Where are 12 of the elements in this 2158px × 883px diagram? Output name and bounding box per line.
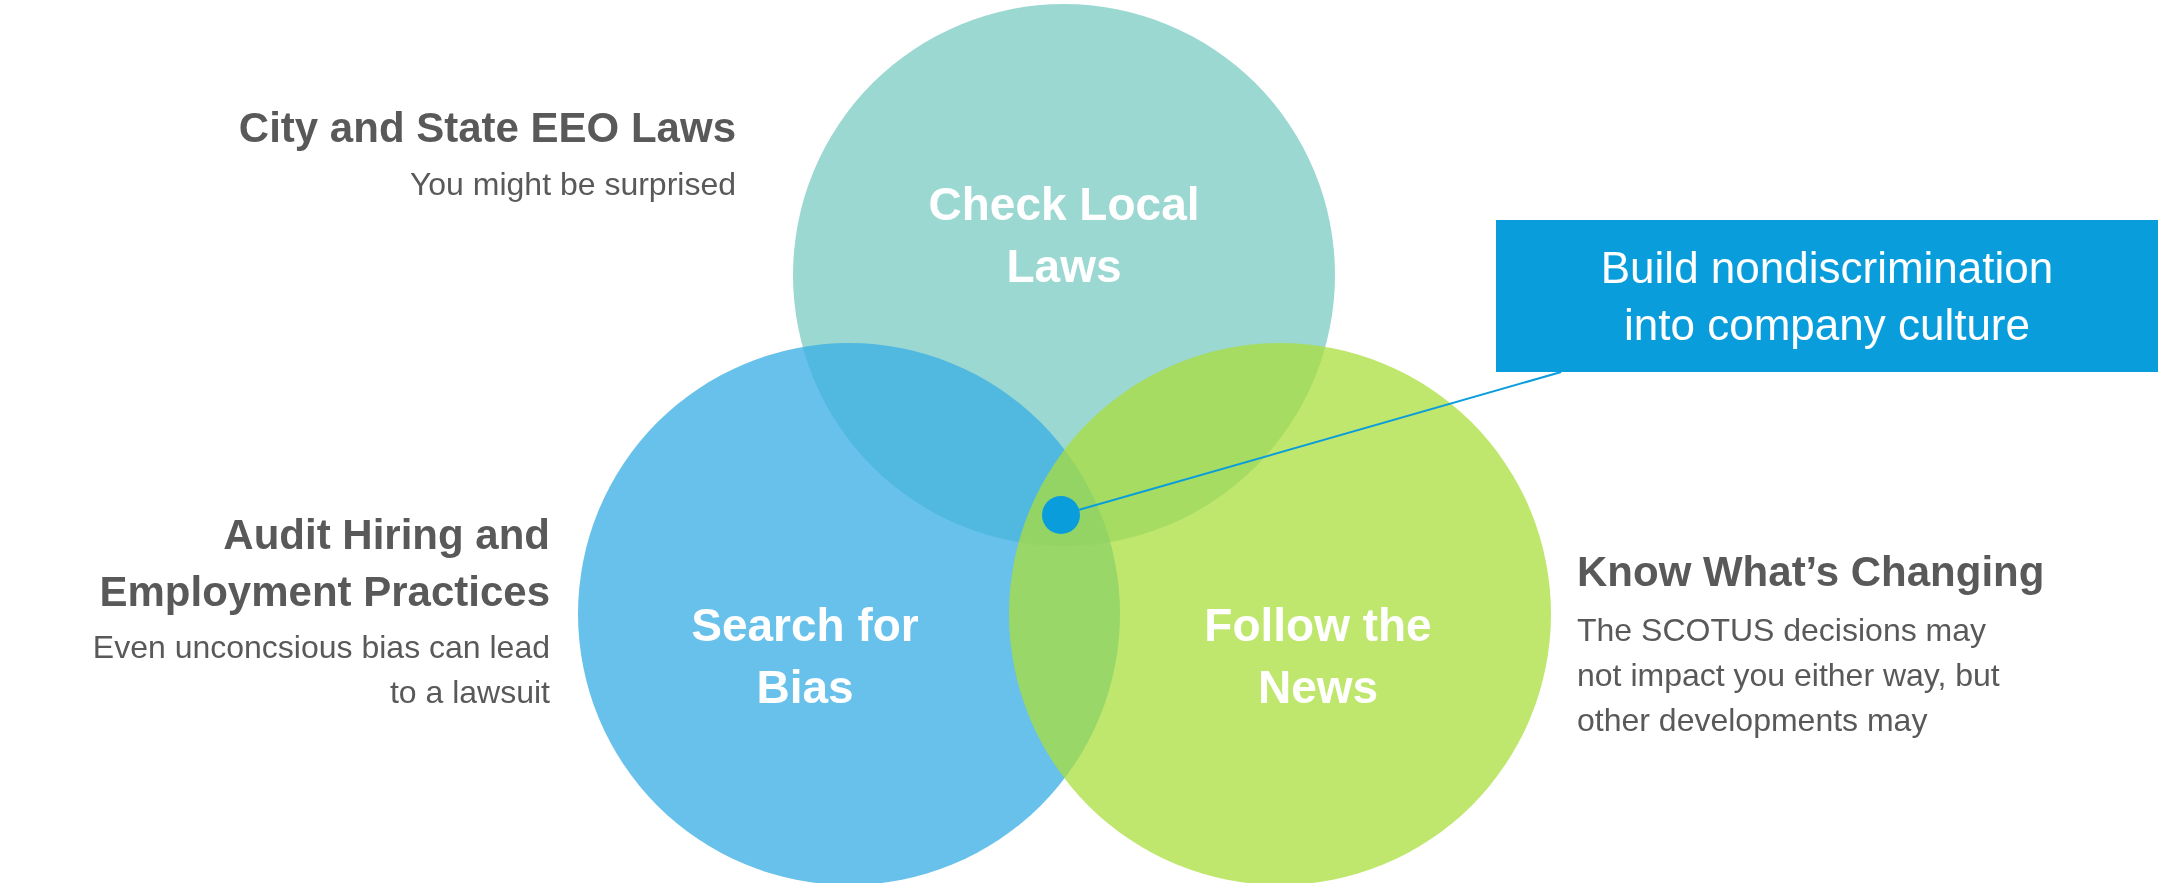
leader-line [1078,371,1563,511]
description-text: You might be surprised [408,165,736,204]
description-text: Even unconcsious bias can lead to a lawsuit [91,628,550,712]
description-text: The SCOTUS decisions may not impact you either way, but other developments may [1577,611,2001,740]
heading-text: Know What’s Changing [1577,548,2046,596]
callout-text: Build nondiscrimination into company culture [1599,241,2055,351]
circle-label: Follow the News [1203,597,1433,715]
heading-text: Audit Hiring and Employment Practices [98,510,550,617]
circle-label: Search for Bias [690,597,920,715]
heading-text: City and State EEO Laws [237,104,736,152]
circle-label: Check Local Laws [927,176,1201,294]
callout-box [1496,220,2158,372]
